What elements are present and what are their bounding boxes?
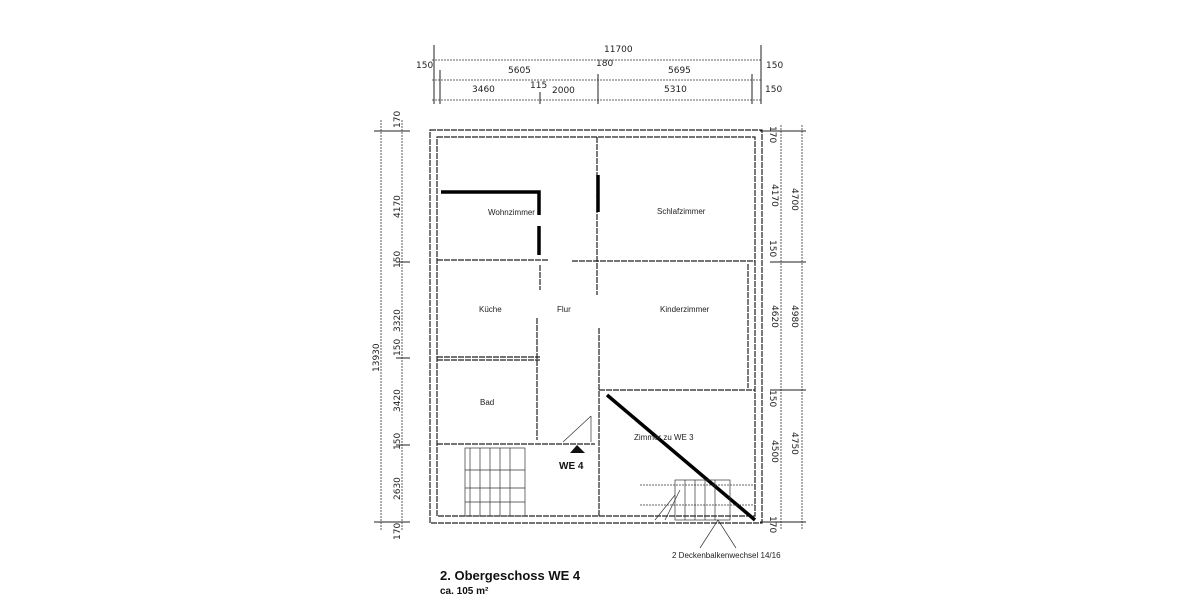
dim-label: 4980 xyxy=(789,305,799,328)
dim-right-labels: 170 4170 4700 150 4620 4980 150 4500 475… xyxy=(767,126,799,533)
room-label-flur: Flur xyxy=(557,305,571,314)
dim-label: 150 xyxy=(393,339,403,356)
beam-note: 2 Deckenbalkenwechsel 14/16 xyxy=(672,551,781,560)
room-label-kinderzimmer: Kinderzimmer xyxy=(660,305,710,314)
dim-label: 2000 xyxy=(552,86,575,96)
dim-label: 150 xyxy=(393,433,403,450)
plan-title: 2. Obergeschoss WE 4 xyxy=(440,568,581,583)
staircase-left xyxy=(464,447,526,517)
dim-label: 5695 xyxy=(668,66,691,76)
dim-label: 3460 xyxy=(472,85,495,95)
dim-label: 3320 xyxy=(393,309,403,332)
dim-label: 4750 xyxy=(789,432,799,455)
room-label-schlafzimmer: Schlafzimmer xyxy=(657,207,706,216)
dim-label: 4170 xyxy=(393,195,403,218)
staircase-right xyxy=(640,479,755,549)
room-label-wohnzimmer: Wohnzimmer xyxy=(488,208,535,217)
plan-area: ca. 105 m² xyxy=(440,586,489,597)
dim-label: 4700 xyxy=(789,188,799,211)
dim-label: 170 xyxy=(393,111,403,128)
dimension-lines-right xyxy=(760,125,806,530)
dim-label: 170 xyxy=(393,523,403,540)
thick-walls xyxy=(441,175,757,522)
dim-label: 4170 xyxy=(769,184,779,207)
dim-label: 5310 xyxy=(664,85,687,95)
dim-label: 170 xyxy=(767,516,777,533)
dim-label: 2630 xyxy=(393,477,403,500)
dimension-lines-top xyxy=(432,45,762,104)
room-label-zimmer-we3: Zimmer zu WE 3 xyxy=(634,433,694,442)
dim-label: 150 xyxy=(767,390,777,407)
dim-label: 5605 xyxy=(508,66,531,76)
dim-total-width: 11700 xyxy=(604,45,633,55)
room-label-bad: Bad xyxy=(480,398,494,407)
dim-label: 4500 xyxy=(769,440,779,463)
room-label-kueche: Küche xyxy=(479,305,502,314)
entrance-marker-icon xyxy=(570,445,585,453)
walls xyxy=(429,129,763,524)
dimension-lines-left xyxy=(374,120,410,530)
dim-total-depth: 13930 xyxy=(372,343,382,372)
unit-label-we4: WE 4 xyxy=(559,461,584,472)
dim-label: 150 xyxy=(416,61,433,71)
dim-label: 180 xyxy=(596,59,613,69)
dim-label: 150 xyxy=(766,61,783,71)
dim-label: 150 xyxy=(765,85,782,95)
dim-label: 4620 xyxy=(769,305,779,328)
door-swing xyxy=(562,415,592,453)
dim-label: 115 xyxy=(530,81,547,91)
dim-label: 150 xyxy=(393,251,403,268)
dim-left-labels: 170 4170 150 3320 150 3420 150 2630 170 … xyxy=(372,111,403,540)
dim-label: 170 xyxy=(767,126,777,143)
dim-label: 3420 xyxy=(393,389,403,412)
dim-label: 150 xyxy=(767,240,777,257)
